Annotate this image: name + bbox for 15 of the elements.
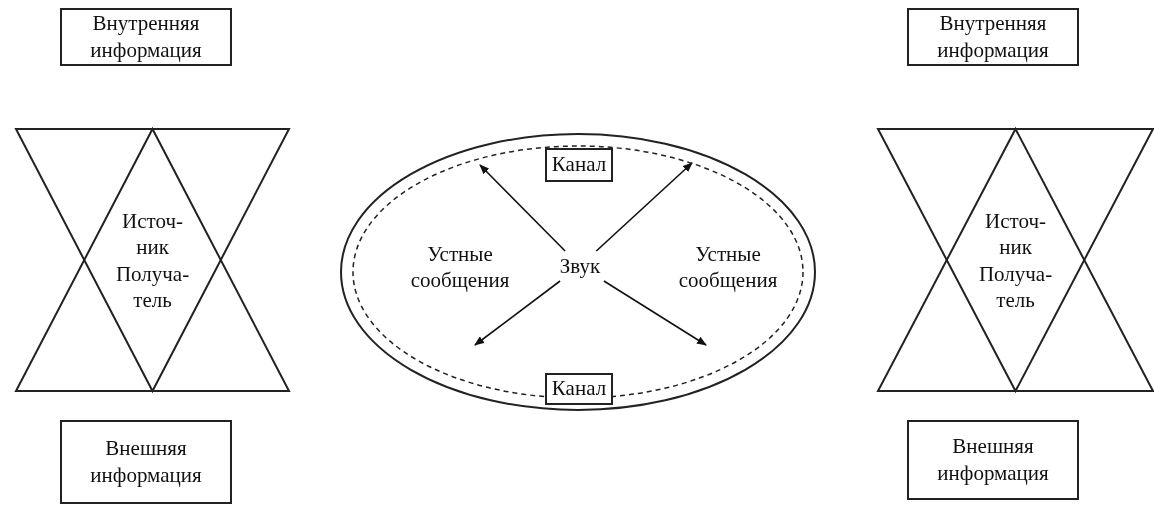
arrow — [479, 164, 566, 252]
node-label: Источ-ник Получа-тель — [115, 207, 190, 313]
arrow — [474, 280, 561, 346]
arrow — [603, 280, 707, 346]
text-box: Внутренняя информация — [907, 8, 1079, 66]
text-box: Канал — [545, 148, 613, 182]
text-label: Звук — [548, 251, 612, 281]
text-box: Внешняя информация — [907, 420, 1079, 500]
arrow — [595, 162, 693, 252]
text-box: Канал — [545, 373, 613, 405]
text-label: Устные сообщения — [390, 238, 530, 296]
text-label: Устные сообщения — [658, 238, 798, 296]
text-box: Внешняя информация — [60, 420, 232, 504]
node-label: Источ-ник Получа-тель — [978, 207, 1053, 313]
text-box: Внутренняя информация — [60, 8, 232, 66]
